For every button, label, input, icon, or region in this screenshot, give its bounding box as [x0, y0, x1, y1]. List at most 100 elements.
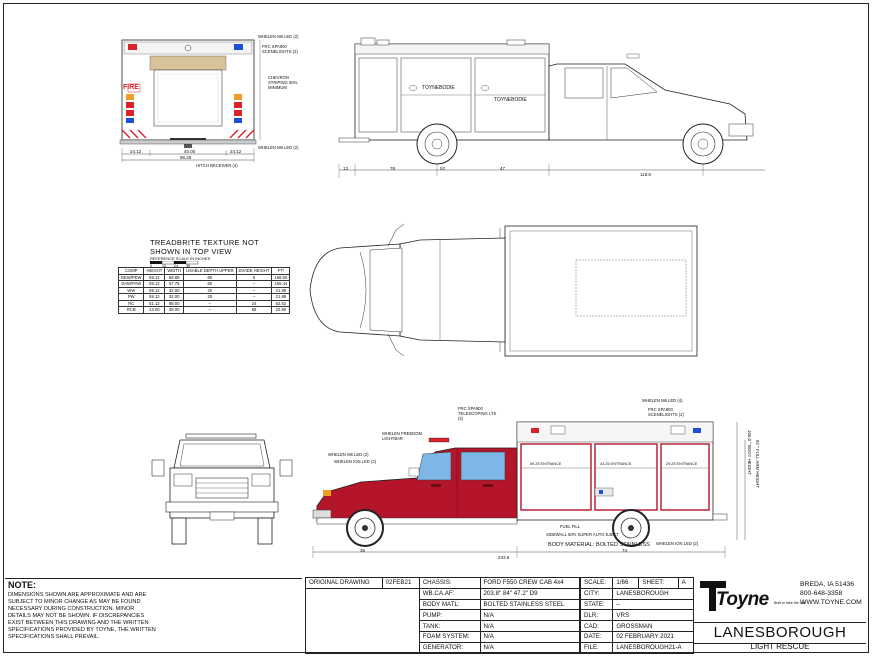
side-top-dim-2: 78: [390, 166, 396, 171]
table-cell: --: [183, 306, 237, 314]
bottom-callout-bumper: SIDEWALL 50% SUPER AUTO EJECT: [546, 532, 619, 537]
table-header: DIVIDE HEIGHT: [235, 267, 273, 275]
bottom-dim-mid: 74: [622, 548, 628, 553]
scale-tick: 24: [174, 264, 179, 268]
compartment-table-header: COMP HEIGHT WIDTH USABLE DEPTH UPPER DIV…: [117, 267, 291, 275]
toyne-logo-icon: [700, 581, 726, 611]
cad-label: CAD:: [579, 620, 614, 632]
table-header: WIDTH: [164, 267, 185, 275]
table-cell: 22.90: [271, 306, 291, 314]
sheet-value: A: [677, 577, 695, 589]
sheet-label: SHEET:: [638, 577, 679, 589]
state-label: STATE:: [579, 598, 614, 611]
file-label: FILE:: [579, 641, 614, 654]
table-cell: 158.60: [271, 273, 291, 281]
rear-callout-whelen-top: WHELEN M6 LED (2): [258, 34, 299, 39]
bottom-dim-front: 36: [360, 548, 366, 553]
note-heading: NOTE:: [8, 580, 36, 590]
bottom-height-dim-2: 82 " FULL ARM HEIGHT: [755, 440, 760, 488]
rear-dim-mid: 40.00: [184, 149, 196, 154]
side-view-top-drawing: [338, 37, 765, 178]
state-value: --: [612, 598, 694, 611]
rear-dim-right: 24.12: [230, 149, 242, 154]
side-top-dim-3: 52: [440, 166, 446, 171]
note-box: [5, 578, 302, 652]
bottom-callout-whelen-m6: WHELEN M6 LED (2): [328, 452, 369, 457]
table-cell: DAW/PAW: [117, 280, 145, 288]
table-cell: 88: [235, 306, 273, 314]
tank-label: TANK:: [418, 620, 481, 632]
original-drawing-label: ORIGINAL DRAWING: [305, 577, 383, 589]
chassis-value: FORD F550 CREW CAB 4x4: [479, 577, 581, 589]
table-cell: 155.44: [271, 280, 291, 288]
reference-scale-bar: [150, 261, 199, 265]
treadbrite-title-line1: TREADBRITE TEXTURE NOT: [150, 238, 259, 247]
dlr-label: DLR:: [579, 609, 614, 622]
original-drawing-value: 02FEB21: [381, 577, 420, 589]
front-view-drawing: [151, 433, 293, 545]
side-view-bottom-drawing: [312, 421, 746, 558]
date-value: 02 FEBRUARY 2021: [612, 630, 694, 643]
rear-dim-left: 24.12: [130, 149, 142, 154]
company-block: Toyne Built to take the call. BREDA, IA …: [694, 577, 866, 620]
table-header: USABLE DEPTH UPPER: [183, 267, 237, 275]
company-address: BREDA, IA 51436: [800, 581, 855, 588]
company-tagline: Built to take the call.: [774, 601, 807, 605]
comp-label: 43.25 ENTRANCE: [600, 462, 632, 466]
bottom-callout-freedom: WHELEN FREEDOM LIGHTBAR: [382, 431, 423, 441]
cad-value: GROSSMAN: [612, 620, 694, 632]
company-phone: 800-648-3358: [800, 590, 843, 597]
table-cell: 48.00: [164, 306, 185, 314]
table-header: HEIGHT: [143, 267, 166, 275]
side-top-dim-1: 13: [343, 166, 349, 171]
side-top-compartment-label-2: TOYNEBODIE: [494, 97, 527, 103]
scale-tick: 0: [150, 264, 153, 268]
generator-value: N/A: [479, 641, 581, 654]
city-value: LANESBOROUGH: [612, 587, 694, 600]
note-text: DIMENSIONS SHOWN ARE APPROXIMATE AND ARE…: [8, 592, 156, 640]
rear-view-drawing: [119, 39, 261, 162]
side-top-dim-4: 47: [500, 166, 506, 171]
bottom-dim-overall: 233.8: [498, 555, 510, 560]
bottom-height-dim: 106.0 " BODY HEIGHT: [747, 430, 752, 476]
bottom-callout-whelen-top: WHELEN M6 LED (4): [642, 398, 683, 403]
project-type: LIGHT RESCUE: [750, 642, 810, 651]
pump-value: N/A: [479, 609, 581, 622]
comp-label: 59.25 ENTRANCE: [530, 462, 562, 466]
reference-scale-label: REFERENCE SCALE IN INCHES: [150, 256, 211, 261]
table-cell: 13.00: [143, 306, 166, 314]
rear-callout-hitch: HITCH RECEIVER (4): [196, 163, 238, 168]
project-name: LANESBOROUGH: [694, 622, 866, 644]
scale-tick: 36: [186, 264, 191, 268]
wb-value: 203.8" 84" 47.2" D9: [479, 587, 581, 600]
side-top-dim-5: 118.8: [640, 172, 651, 177]
side-top-compartment-label-1: TOYNEBODIE: [422, 85, 455, 91]
plan-view-drawing: [309, 223, 698, 357]
table-cell: RCB: [117, 306, 145, 314]
body-material-note: BODY MATERIAL: BOLTED STAINLESS: [548, 542, 650, 548]
pump-label: PUMP:: [418, 609, 481, 622]
treadbrite-title-line2: SHOWN IN TOP VIEW: [150, 247, 232, 256]
city-label: CITY:: [579, 587, 614, 600]
company-logo-text: Toyne: [716, 589, 769, 610]
bottom-callout-telescoping: FRC SPA900 TELESCOPING LTS (2): [458, 406, 497, 421]
table-cell: DEW/PEW: [117, 273, 145, 281]
scale-value: 1/66: [612, 577, 640, 589]
bottom-callout-ion-bottom: WHELEN ION LED (2): [656, 541, 699, 546]
title-block-blank: [305, 587, 420, 654]
rear-callout-chevron: CHEVRON STRIPING 50% MINIMUM: [268, 75, 298, 90]
file-value: LANESBOROUGH21-A: [612, 641, 694, 654]
foam-value: N/A: [479, 630, 581, 643]
dlr-value: VRS: [612, 609, 694, 622]
body-matl-value: BOLTED STAINLESS STEEL: [479, 598, 581, 611]
rear-callout-scenelights: FRC SPA900 SCENELIGHTS (2): [262, 44, 298, 54]
compartment-table: COMP HEIGHT WIDTH USABLE DEPTH UPPER DIV…: [117, 267, 291, 314]
bottom-callout-fuel: FUEL FILL: [560, 524, 581, 529]
date-label: DATE:: [579, 630, 614, 643]
scale-tick: 12: [162, 264, 167, 268]
bottom-callout-whelen-ion: WHELEN ION LED (2): [334, 459, 377, 464]
